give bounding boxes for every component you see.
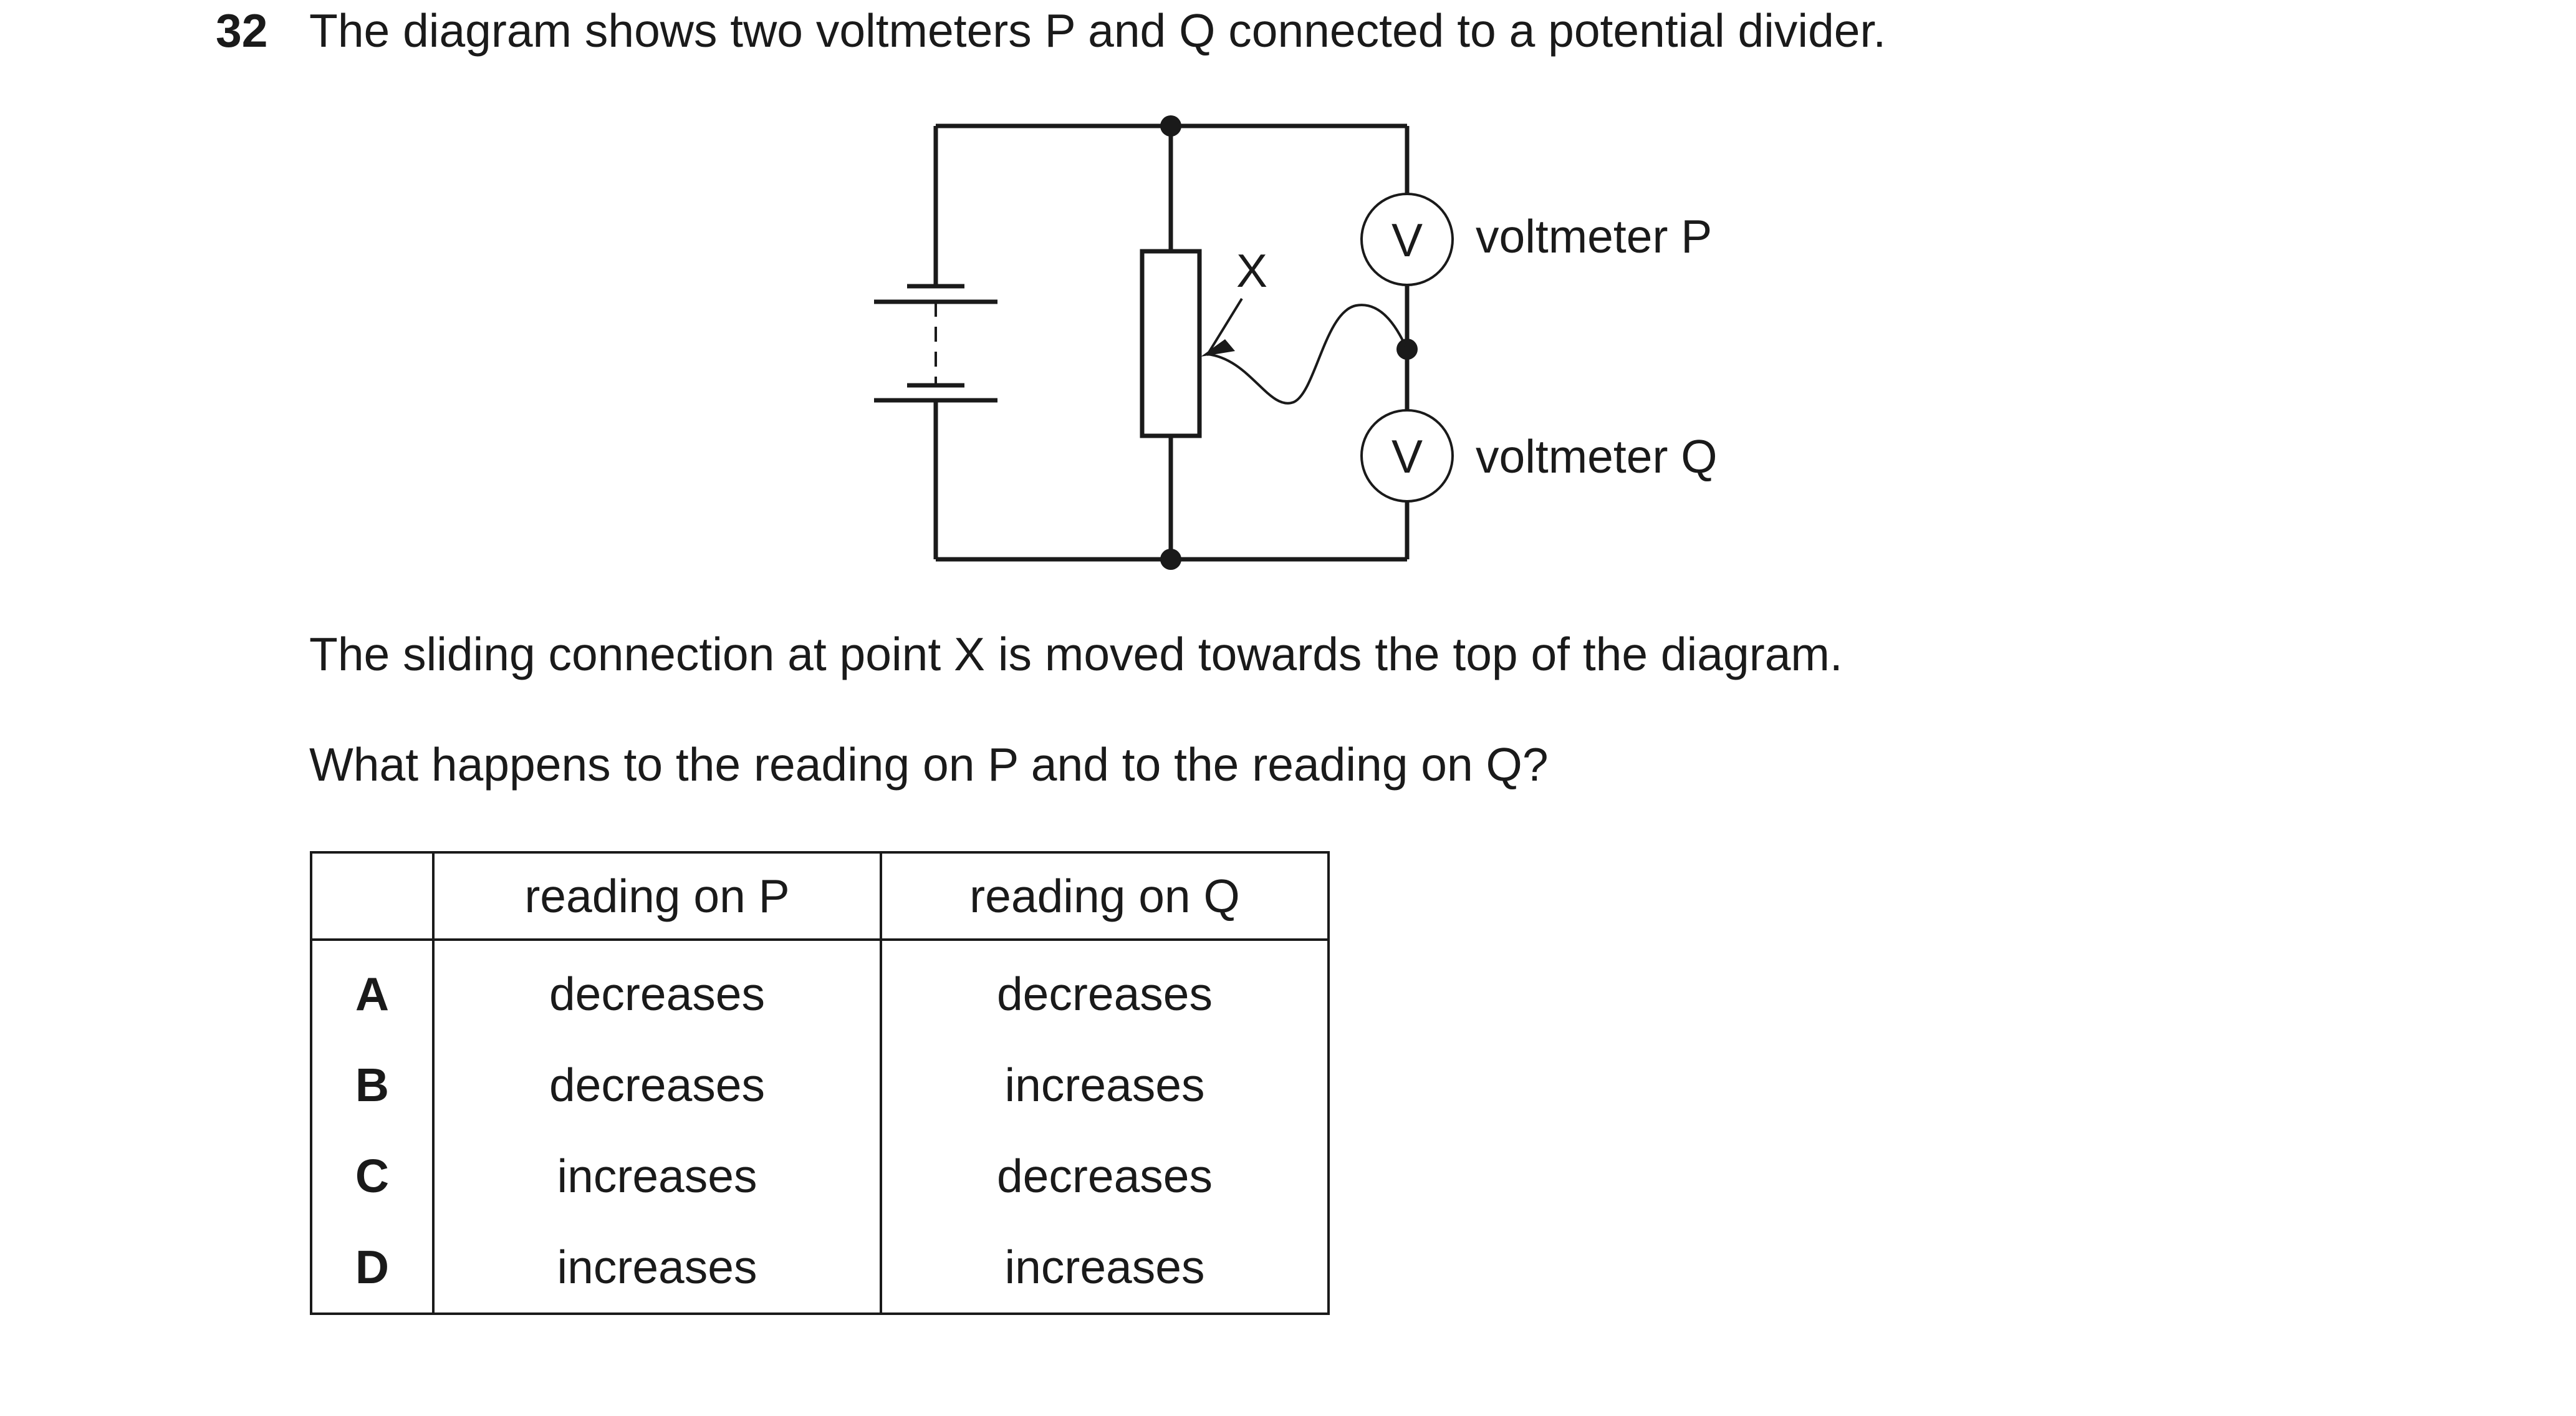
answer-table: reading on P reading on Q A decreases de… (310, 851, 1330, 1315)
voltmeter-q: V (1360, 409, 1454, 503)
option-reading-p: increases (432, 1130, 882, 1221)
table-row[interactable]: B decreases increases (310, 1039, 1330, 1130)
prompt-text: What happens to the reading on P and to … (309, 738, 1549, 791)
resistor-icon (1140, 249, 1202, 438)
table-row[interactable]: D increases increases (310, 1221, 1330, 1315)
point-x-label: X (1236, 244, 1267, 297)
junction-top-dot (1160, 115, 1181, 137)
voltmeter-q-symbol: V (1391, 430, 1423, 483)
option-reading-p: decreases (432, 940, 882, 1039)
statement-text: The sliding connection at point X is mov… (309, 628, 1843, 680)
voltmeter-q-icon (1360, 409, 1454, 503)
sliding-lead (1206, 304, 1408, 405)
circuit-wires (933, 123, 1410, 562)
option-key[interactable]: D (310, 1221, 435, 1315)
option-reading-p: decreases (432, 1039, 882, 1130)
voltmeter-q-label: voltmeter Q (1476, 430, 1718, 483)
voltmeter-p: V (1360, 193, 1454, 286)
sliding-contact-arrow-icon (1201, 297, 1243, 357)
option-reading-q: increases (880, 1039, 1330, 1130)
voltmeter-p-symbol: V (1391, 214, 1423, 266)
option-reading-q: decreases (880, 1130, 1330, 1221)
voltmeter-p-label: voltmeter P (1476, 210, 1712, 262)
table-header-row: reading on P reading on Q (310, 851, 1330, 941)
table-header-p: reading on P (432, 851, 882, 941)
option-reading-p: increases (432, 1221, 882, 1315)
option-reading-q: increases (880, 1221, 1330, 1315)
option-key[interactable]: B (310, 1039, 435, 1130)
option-key[interactable]: A (310, 940, 435, 1039)
table-header-q: reading on Q (880, 851, 1330, 941)
question-number: 32 (216, 4, 268, 57)
table-header-key (310, 851, 435, 941)
option-key[interactable]: C (310, 1130, 435, 1221)
junction-bottom-dot (1160, 549, 1181, 570)
question-stem: The diagram shows two voltmeters P and Q… (309, 4, 1886, 57)
option-reading-q: decreases (880, 940, 1330, 1039)
battery-icon (874, 284, 997, 403)
table-row[interactable]: C increases decreases (310, 1130, 1330, 1221)
voltmeter-p-icon (1360, 193, 1454, 286)
table-row[interactable]: A decreases decreases (310, 940, 1330, 1039)
